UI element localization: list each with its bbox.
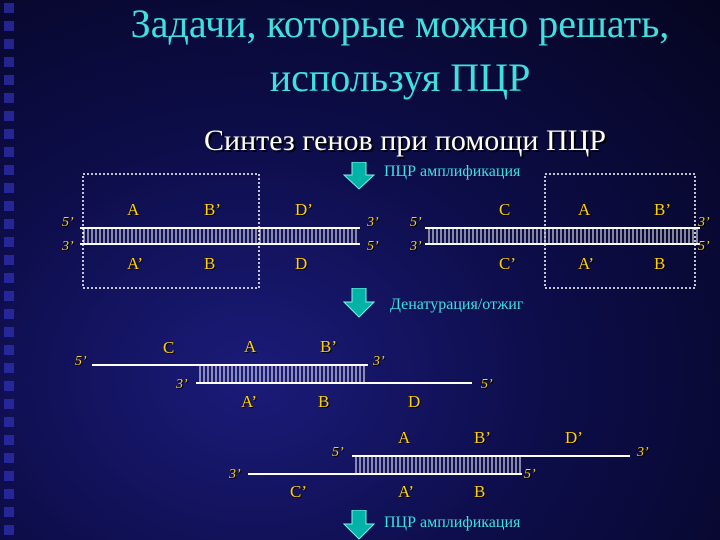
segment-label: B’ [654,200,671,219]
strand-end-label: 5’ [332,445,344,460]
segment-label: D [295,254,308,273]
segment-label: B’ [320,337,337,356]
strand-end-label: 3’ [698,215,710,230]
segment-label: A’ [578,254,595,273]
segment-label: B [318,392,330,411]
strand-end-label: 5’ [410,215,422,230]
segment-label: A [244,337,257,356]
segment-label: C’ [499,254,516,273]
down-arrow-icon [343,510,375,540]
segment-label: B’ [474,428,491,447]
strand-end-label: 5’ [62,215,74,230]
duplex-left [80,227,360,245]
strand-end-label: 3’ [176,377,188,392]
strand-end-label: 5’ [698,239,710,254]
segment-label: C [163,338,175,357]
strand-end-label: 3’ [367,215,379,230]
slide-title-line2: используя ПЦР [269,55,531,100]
down-arrow-icon [343,162,375,190]
left-decorative-strip [0,0,22,540]
segment-label: D’ [565,428,583,447]
segment-label: C [499,200,511,219]
slide-subtitle: Синтез генов при помощи ПЦР [204,124,606,157]
strand-end-label: 3’ [62,239,74,254]
strand-end-label: 3’ [410,239,422,254]
strand-end-label: 3’ [373,354,385,369]
segment-label: A [398,428,411,447]
segment-label: B [654,254,666,273]
segment-label: C’ [290,482,307,501]
slide-title-line1: Задачи, которые можно решать, [130,1,670,46]
segment-label: A’ [398,482,415,501]
segment-label: A’ [241,392,258,411]
hybrid-duplex-2 [248,455,630,475]
step-label-amplification-1: ПЦР амплификация [384,163,521,180]
duplex-right [425,227,700,245]
segment-label: A [127,200,140,219]
segment-label: A [578,200,591,219]
segment-label: B [204,254,216,273]
dotted-box-left [82,173,260,289]
strand-end-label: 5’ [481,377,493,392]
segment-label: B’ [204,200,221,219]
strand-end-label: 3’ [229,467,241,482]
step-label-amplification-2: ПЦР амплификация [384,514,521,531]
strand-end-label: 5’ [75,354,87,369]
hybrid-duplex-1 [92,364,472,384]
down-arrow-icon [343,288,375,318]
strand-end-label: 3’ [637,445,649,460]
segment-label: D [408,392,421,411]
segment-label: D’ [295,200,313,219]
step-label-denaturation: Денатурация/отжиг [390,296,524,313]
segment-label: A’ [127,254,144,273]
segment-label: B [474,482,486,501]
strand-end-label: 5’ [367,239,379,254]
strand-end-label: 5’ [524,467,536,482]
